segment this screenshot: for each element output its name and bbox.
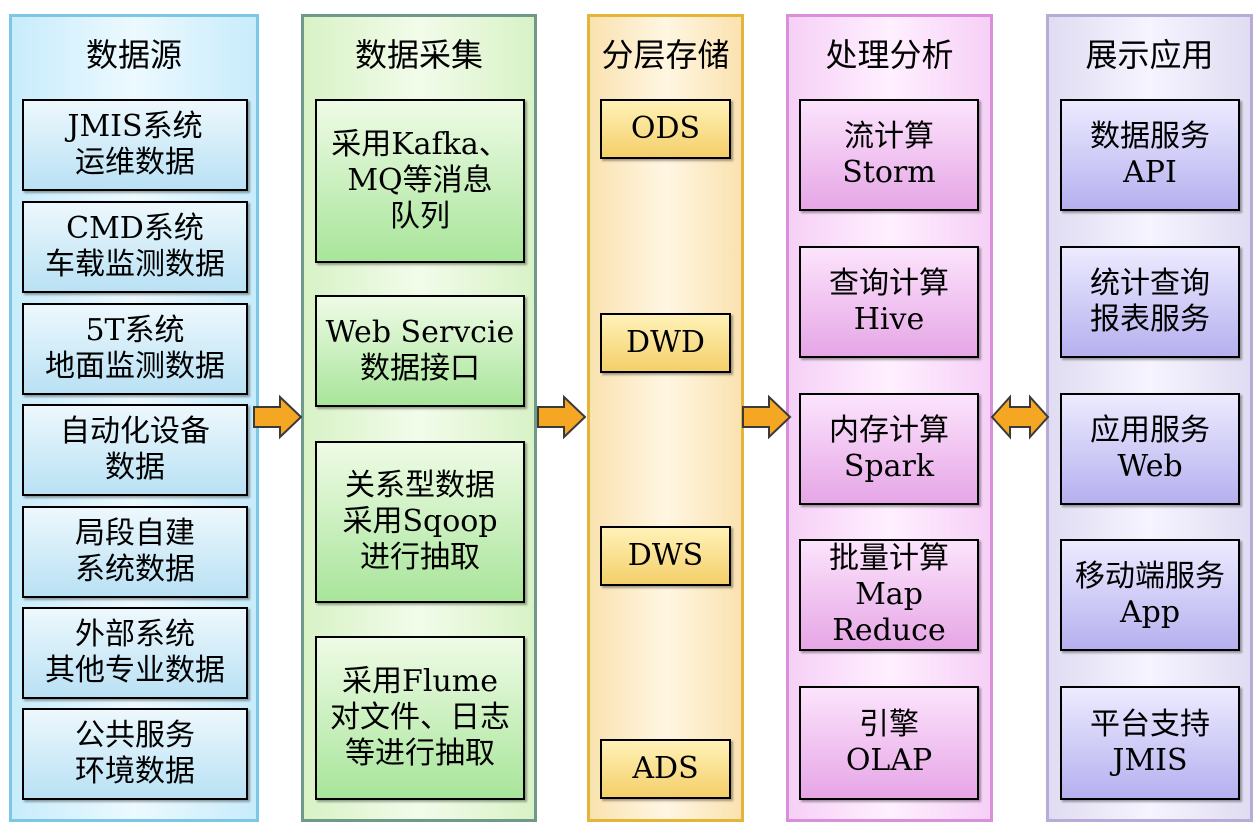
source-bureau: 局段自建 系统数据	[22, 506, 248, 598]
box-label: DWD	[626, 325, 705, 360]
storage-ads: ADS	[600, 739, 731, 799]
source-public: 公共服务 环境数据	[22, 708, 248, 800]
app-mobile: 移动端服务 App	[1060, 539, 1240, 651]
source-5t: 5T系统 地面监测数据	[22, 303, 248, 395]
column-data-source: 数据源 JMIS系统 运维数据 CMD系统 车载监测数据 5T系统 地面监测数据…	[9, 14, 259, 822]
collect-kafka: 采用Kafka、 MQ等消息 队列	[315, 99, 525, 263]
right-arrow-icon	[253, 394, 303, 440]
box-label: 流计算 Storm	[842, 119, 936, 190]
storage-ods: ODS	[600, 99, 731, 159]
collect-webservice: Web Servcie 数据接口	[315, 295, 525, 407]
column-title: 处理分析	[825, 36, 954, 74]
box-label: 外部系统 其他专业数据	[45, 617, 225, 688]
source-jmis: JMIS系统 运维数据	[22, 99, 248, 191]
column-title: 数据源	[85, 36, 182, 74]
box-label: 应用服务 Web	[1090, 413, 1210, 484]
box-label: 批量计算 Map Reduce	[829, 541, 949, 648]
double-arrow-icon	[990, 394, 1050, 440]
app-api: 数据服务 API	[1060, 99, 1240, 211]
box-label: 局段自建 系统数据	[75, 516, 195, 587]
right-arrow-icon	[537, 394, 587, 440]
box-label: 引擎 OLAP	[845, 707, 933, 778]
box-label: 移动端服务 App	[1075, 559, 1225, 630]
app-jmis: 平台支持 JMIS	[1060, 686, 1240, 800]
storage-dws: DWS	[600, 526, 731, 586]
process-olap: 引擎 OLAP	[799, 686, 979, 800]
box-label: 采用Kafka、 MQ等消息 队列	[331, 127, 509, 234]
app-report: 统计查询 报表服务	[1060, 246, 1240, 358]
process-hive: 查询计算 Hive	[799, 246, 979, 358]
box-label: 平台支持 JMIS	[1090, 707, 1210, 778]
box-label: ODS	[630, 111, 701, 146]
column-layered-storage: 分层存储 ODS DWD DWS ADS	[587, 14, 744, 822]
column-title: 展示应用	[1085, 36, 1214, 74]
box-label: 公共服务 环境数据	[75, 718, 195, 789]
box-label: 查询计算 Hive	[829, 266, 949, 337]
process-storm: 流计算 Storm	[799, 99, 979, 211]
box-label: 关系型数据 采用Sqoop 进行抽取	[342, 468, 498, 575]
right-arrow-icon	[742, 394, 792, 440]
column-title: 分层存储	[601, 36, 730, 74]
storage-dwd: DWD	[600, 313, 731, 373]
collect-sqoop: 关系型数据 采用Sqoop 进行抽取	[315, 441, 525, 603]
source-automation: 自动化设备 数据	[22, 404, 248, 496]
box-label: 采用Flume 对文件、日志 等进行抽取	[330, 664, 510, 771]
source-external: 外部系统 其他专业数据	[22, 607, 248, 699]
box-label: 自动化设备 数据	[60, 414, 210, 485]
process-spark: 内存计算 Spark	[799, 393, 979, 505]
source-cmd: CMD系统 车载监测数据	[22, 201, 248, 293]
app-web: 应用服务 Web	[1060, 393, 1240, 505]
process-mapreduce: 批量计算 Map Reduce	[799, 539, 979, 651]
box-label: JMIS系统 运维数据	[67, 109, 203, 180]
box-label: 5T系统 地面监测数据	[45, 313, 225, 384]
box-label: ADS	[632, 751, 699, 786]
box-label: 内存计算 Spark	[829, 413, 949, 484]
column-display-application: 展示应用 数据服务 API 统计查询 报表服务 应用服务 Web 移动端服务 A…	[1046, 14, 1253, 822]
box-label: Web Servcie 数据接口	[325, 315, 515, 386]
box-label: 数据服务 API	[1090, 119, 1210, 190]
box-label: DWS	[627, 538, 704, 573]
column-data-collection: 数据采集 采用Kafka、 MQ等消息 队列 Web Servcie 数据接口 …	[301, 14, 537, 822]
box-label: 统计查询 报表服务	[1090, 266, 1210, 337]
column-processing-analysis: 处理分析 流计算 Storm 查询计算 Hive 内存计算 Spark 批量计算…	[786, 14, 993, 822]
column-title: 数据采集	[354, 36, 483, 74]
box-label: CMD系统 车载监测数据	[45, 211, 225, 282]
collect-flume: 采用Flume 对文件、日志 等进行抽取	[315, 636, 525, 800]
